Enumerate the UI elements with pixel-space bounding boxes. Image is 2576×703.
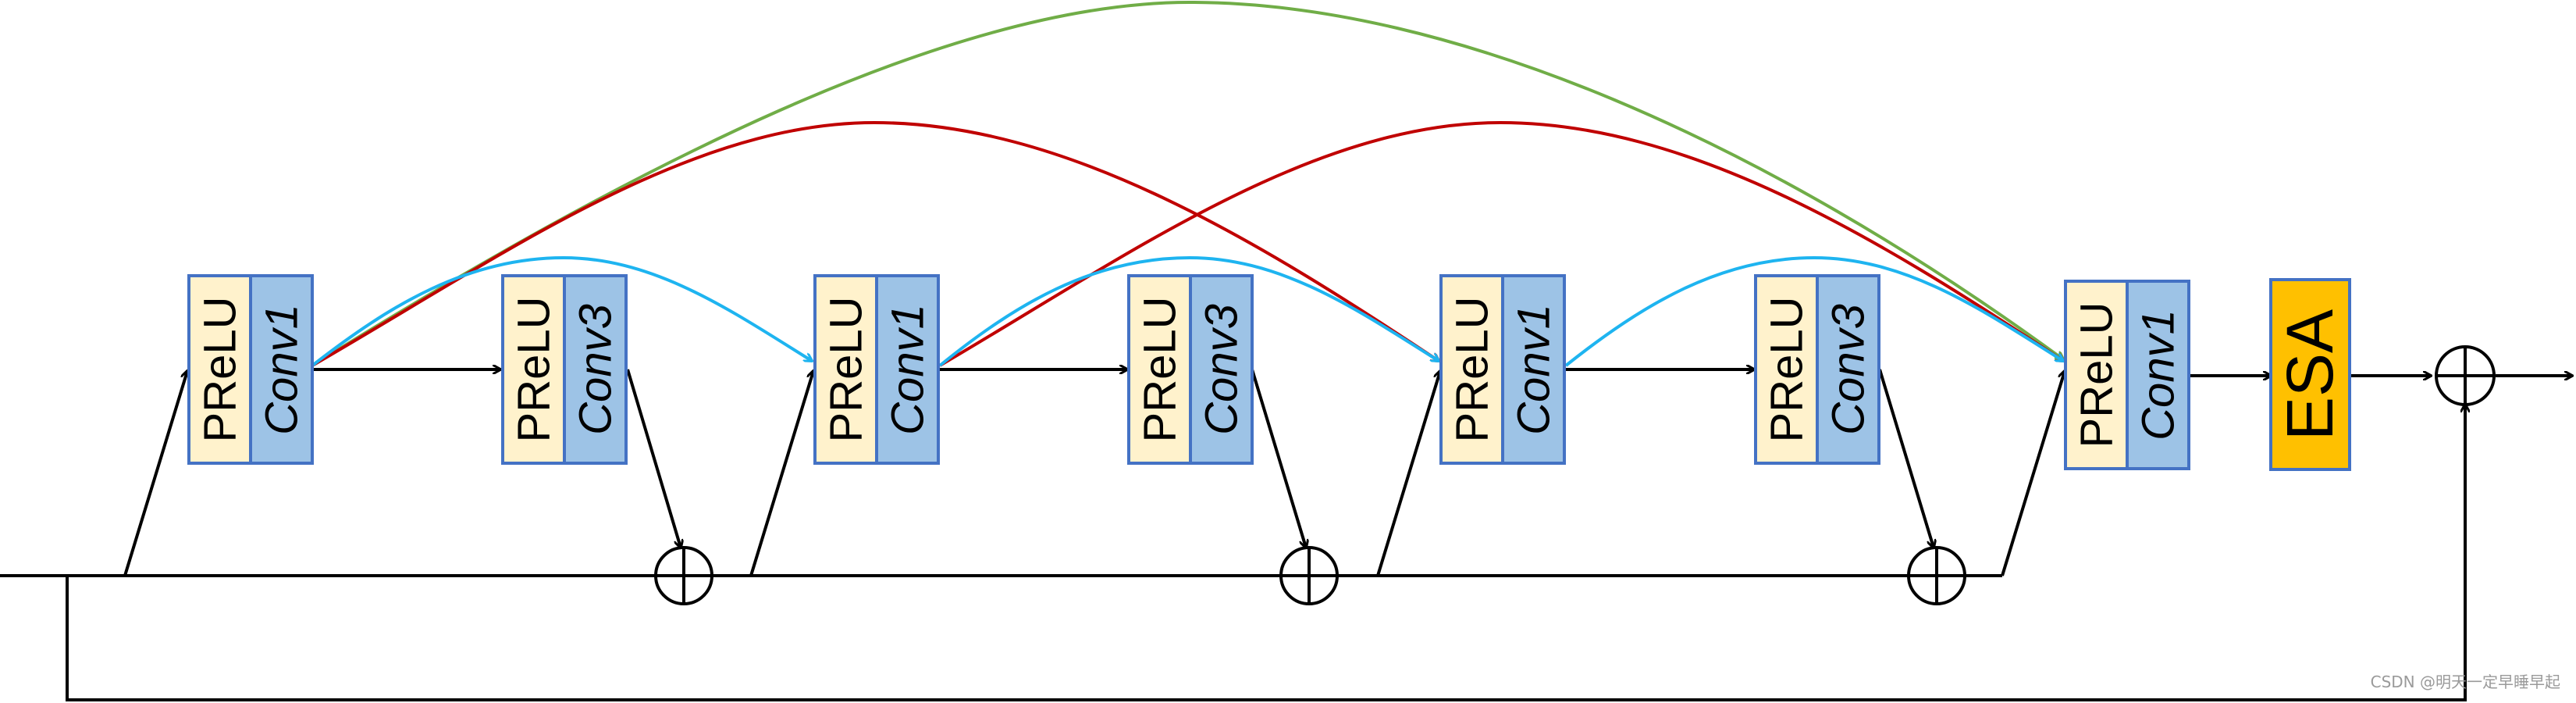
adder-2	[1279, 546, 1339, 605]
connectors	[0, 369, 2572, 701]
watermark: CSDN @明天一定早睡早起	[2370, 673, 2560, 691]
adder-1	[654, 546, 713, 605]
conv1-label: Conv1	[883, 304, 934, 435]
skip-blue-block1-to-block3	[311, 255, 812, 367]
prelu-box	[813, 274, 878, 465]
prelu-label: PReLU	[509, 297, 560, 443]
prelu-label: PReLU	[1762, 297, 1813, 443]
prelu-label: PReLU	[195, 297, 246, 443]
conv1-box	[2126, 280, 2190, 470]
conv1-box	[875, 274, 940, 465]
arrow-block2-to-sum1	[626, 369, 681, 548]
conv3-box	[1816, 274, 1880, 465]
conv3-box	[1189, 274, 1254, 465]
prelu-box	[2064, 280, 2129, 470]
arrow-sum1-to-block3	[749, 371, 813, 576]
conv1-label: Conv1	[1509, 304, 1560, 435]
esa-label: ESA	[2273, 309, 2347, 441]
prelu-label: PReLU	[1135, 297, 1186, 443]
prelu-box	[1754, 274, 1819, 465]
skip-red-block3-to-block7	[938, 120, 2063, 367]
prelu-box	[187, 274, 252, 465]
conv3-box	[563, 274, 628, 465]
arrow-sum3-to-block7	[2001, 371, 2065, 576]
conv1-box	[249, 274, 314, 465]
esa-box	[2269, 278, 2351, 471]
skip-red-block1-to-block5	[311, 120, 1439, 367]
skip-blue-block5-to-block7	[1564, 255, 2063, 367]
adder-output	[2435, 345, 2496, 406]
prelu-box	[1127, 274, 1192, 465]
prelu-box	[501, 274, 566, 465]
conv3-label: Conv3	[1197, 304, 1247, 435]
esa-block: ESA	[2269, 278, 2351, 471]
arrow-block6-to-sum3	[1878, 369, 1934, 548]
conv1-label: Conv1	[2133, 309, 2184, 441]
skip-green-block1-to-block7	[311, 0, 2063, 367]
adders	[654, 345, 2496, 605]
prelu-label: PReLU	[821, 297, 872, 443]
prelu-label: PReLU	[2072, 302, 2122, 448]
arrow-block4-to-sum2	[1251, 369, 1306, 548]
conv3-label: Conv3	[1823, 304, 1874, 435]
adder-3	[1907, 546, 1966, 605]
skip-blue-block3-to-block5	[938, 255, 1439, 367]
conv1-label: Conv1	[257, 304, 308, 435]
skip-arcs	[311, 0, 2063, 367]
conv1-box	[1501, 274, 1566, 465]
conv3-label: Conv3	[571, 304, 621, 435]
arrow-sum2-to-block5	[1376, 371, 1440, 576]
prelu-label: PReLU	[1447, 297, 1498, 443]
global-skip-line	[66, 405, 2465, 701]
arrow-input-to-block1	[123, 371, 187, 576]
